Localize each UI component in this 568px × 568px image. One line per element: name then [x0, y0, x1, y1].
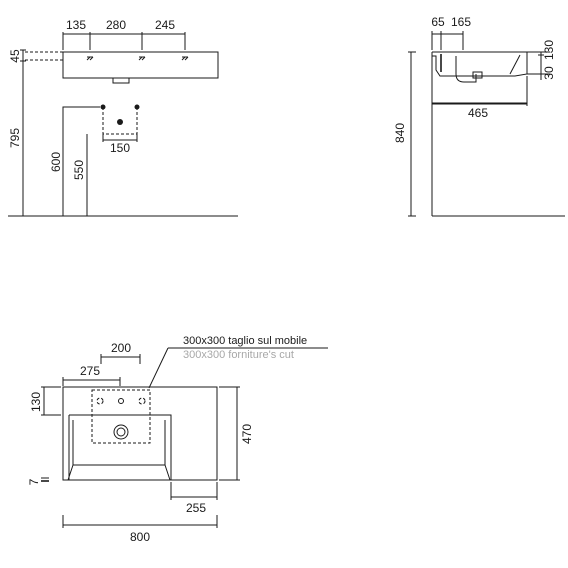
dim-165: 165	[451, 15, 471, 29]
bowl-floor	[67, 464, 171, 481]
side-dim-840-lines	[408, 51, 416, 217]
dim-840: 840	[393, 123, 407, 143]
dim-280: 280	[106, 18, 126, 32]
dim-800-lines	[62, 515, 218, 528]
side-dim-465-lines	[432, 76, 528, 106]
dim-130-top-lines	[41, 386, 61, 416]
supply-right-icon	[134, 104, 140, 110]
cut-area-dashed	[91, 389, 151, 444]
basin-front	[62, 51, 219, 79]
dim-470: 470	[240, 424, 254, 444]
siphon-icon	[455, 56, 477, 83]
top-view: 300x300 taglio sul mobile 300x300 fornit…	[27, 335, 328, 544]
dim-65: 65	[431, 15, 445, 29]
dim-255: 255	[186, 501, 206, 515]
basin-top-outline	[62, 386, 218, 481]
basin-slope	[509, 54, 521, 75]
bowl-outline	[68, 414, 172, 480]
dim-470-lines	[219, 386, 240, 481]
dim-465: 465	[468, 106, 488, 120]
side-dim-top	[431, 31, 464, 50]
cut-label-en: 300x300 forniture's cut	[183, 349, 294, 361]
dim-245: 245	[155, 18, 175, 32]
dim-600: 600	[49, 152, 63, 172]
waste-box	[472, 71, 483, 79]
tap-hole-icon	[86, 56, 189, 61]
dim-800: 800	[130, 530, 150, 544]
front-view: 135 280 245 45 795 600 550 150	[8, 18, 238, 217]
dim-135: 135	[66, 18, 86, 32]
dim-top	[62, 32, 186, 50]
dim-275: 275	[80, 364, 100, 378]
dim-275-lines	[62, 377, 121, 386]
dim-130: 130	[542, 40, 556, 60]
dim-150-lines	[102, 134, 138, 142]
cut-label-it: 300x300 taglio sul mobile	[183, 335, 307, 347]
drain-top-inner	[116, 427, 126, 437]
tap-holes-top-icon	[96, 397, 146, 405]
supply-left-icon	[100, 104, 106, 110]
basin-side	[432, 51, 528, 77]
dim-130-top: 130	[29, 392, 43, 412]
side-dim-right	[527, 51, 550, 80]
dim-200-lines	[100, 354, 141, 364]
dim-550: 550	[72, 160, 86, 180]
bowl-inner-walls	[72, 420, 166, 465]
dim-left	[20, 49, 63, 216]
dim-30: 30	[542, 66, 556, 80]
cabinet-left	[62, 106, 100, 216]
side-view: 65 165 30 130 465 840	[393, 15, 565, 217]
dim-150: 150	[110, 141, 130, 155]
dim-795: 795	[8, 128, 22, 148]
drain-top-icon	[113, 424, 129, 440]
dim-45: 45	[8, 49, 22, 63]
dim-200: 200	[111, 341, 131, 355]
dim-7-lines	[41, 477, 49, 482]
drain-icon	[117, 119, 123, 125]
dim-255-lines	[170, 482, 218, 500]
cut-leader	[148, 347, 169, 389]
dim-7: 7	[27, 478, 41, 485]
waste-stub	[112, 77, 130, 84]
